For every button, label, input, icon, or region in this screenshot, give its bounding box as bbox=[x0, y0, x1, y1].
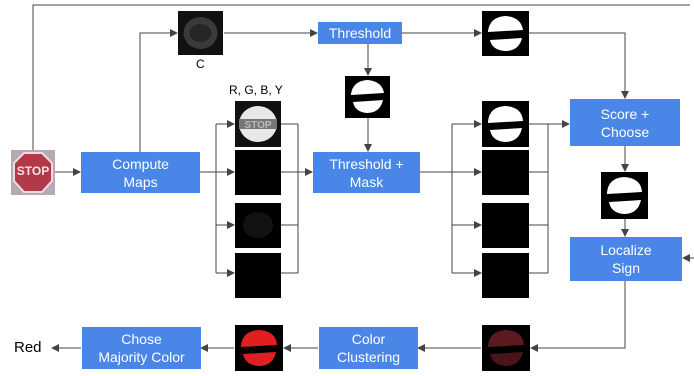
threshold-mask-box: Threshold + Mask bbox=[313, 152, 420, 193]
compute-maps-box: Compute Maps bbox=[81, 152, 200, 193]
c-map-label: C bbox=[196, 57, 205, 71]
score-choose-line-2: Choose bbox=[600, 123, 650, 140]
localize-sign-line-1: Localize bbox=[600, 242, 652, 258]
input-stop-sign-image: STOP bbox=[11, 150, 55, 195]
localize-sign-box: Localize Sign bbox=[570, 237, 682, 281]
g-map-thumbnail bbox=[235, 150, 281, 195]
feedback-line bbox=[32, 4, 690, 150]
score-choose-line-1: Score + bbox=[600, 105, 650, 122]
threshold-mask-under-thumbnail bbox=[345, 76, 390, 118]
threshold-mask-line-1: Threshold + bbox=[329, 155, 404, 172]
majority-color-box: Chose Majority Color bbox=[82, 327, 201, 369]
threshold-mask-line-2: Mask bbox=[349, 173, 384, 190]
threshold-label: Threshold bbox=[328, 25, 392, 41]
mask-4-thumbnail bbox=[482, 253, 529, 298]
majority-color-line-2: Majority Color bbox=[98, 349, 185, 365]
stop-text: STOP bbox=[16, 164, 50, 178]
score-choose-box: Score + Choose bbox=[570, 99, 680, 146]
mask-3-thumbnail bbox=[482, 203, 529, 248]
mask-1-thumbnail bbox=[482, 101, 529, 147]
svg-text:STOP: STOP bbox=[244, 120, 271, 131]
r-map-thumbnail: STOP bbox=[235, 101, 281, 147]
chosen-mask-thumbnail bbox=[601, 172, 648, 219]
threshold-box: Threshold bbox=[318, 22, 402, 44]
localized-sign-thumbnail bbox=[482, 325, 530, 371]
arrow-mask-to-score bbox=[529, 32, 629, 99]
y-map-thumbnail bbox=[235, 253, 281, 298]
color-clustering-line-2: Clustering bbox=[336, 349, 401, 365]
threshold-mask-top-thumbnail bbox=[482, 11, 529, 56]
red-mask-thumbnail bbox=[235, 325, 283, 371]
arrow-compute-to-c bbox=[139, 29, 178, 152]
color-clustering-box: Color Clustering bbox=[319, 327, 418, 369]
output-red-label: Red bbox=[14, 339, 42, 356]
b-map-thumbnail bbox=[235, 203, 281, 248]
localize-sign-line-2: Sign bbox=[611, 260, 641, 276]
rgby-label: R, G, B, Y bbox=[229, 83, 283, 97]
compute-maps-line-1: Compute bbox=[112, 155, 169, 172]
majority-color-line-1: Chose bbox=[121, 331, 162, 347]
color-clustering-line-1: Color bbox=[351, 331, 386, 347]
compute-maps-line-2: Maps bbox=[123, 173, 158, 190]
c-map-thumbnail bbox=[178, 11, 223, 55]
mask-2-thumbnail bbox=[482, 150, 529, 195]
